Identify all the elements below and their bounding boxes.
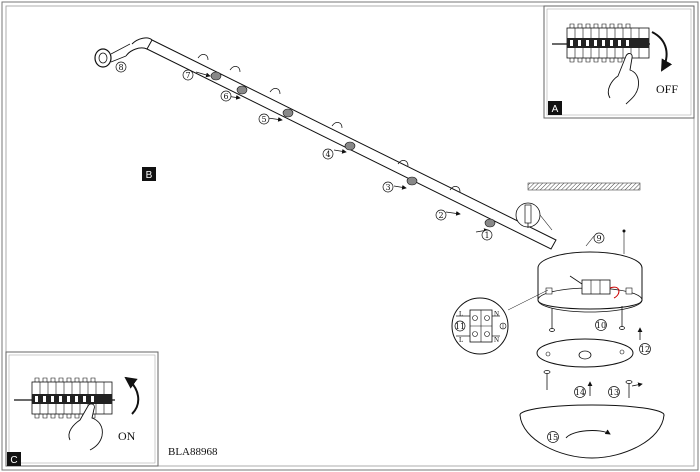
panel-a: OFF A — [543, 5, 695, 119]
panel-c-action-label: ON — [118, 429, 136, 443]
svg-text:6: 6 — [223, 92, 228, 101]
step-number-3: 3 — [382, 181, 394, 193]
step-number-7: 7 — [182, 69, 194, 81]
terminal-label-l-top: L — [459, 310, 463, 318]
mounting-plate — [536, 338, 634, 368]
step-number-13: 13 — [608, 386, 620, 398]
svg-text:4: 4 — [325, 150, 330, 159]
step-arrows — [195, 71, 489, 234]
step-number-9: 9 — [593, 232, 605, 244]
ceiling-surface — [527, 182, 641, 191]
svg-text:13: 13 — [609, 388, 619, 397]
arrow-up-icon — [124, 376, 140, 415]
glass-shade — [519, 404, 665, 459]
base-housing — [537, 251, 643, 313]
step-number-15: 15 — [547, 431, 559, 443]
svg-text:2: 2 — [438, 211, 443, 220]
svg-text:11: 11 — [455, 322, 465, 331]
terminal-label-n-bottom: N — [494, 336, 499, 344]
step-number-8: 8 — [115, 61, 127, 73]
panel-b-letter: B — [146, 170, 153, 181]
svg-text:8: 8 — [118, 63, 123, 72]
breaker-strip-icon — [552, 23, 650, 63]
terminal-label-l-bottom: L — [459, 336, 463, 344]
svg-text:5: 5 — [261, 115, 266, 124]
svg-text:14: 14 — [575, 388, 585, 397]
svg-text:3: 3 — [385, 183, 390, 192]
step-number-2: 2 — [435, 209, 447, 221]
step-number-11: 11 — [454, 320, 466, 332]
panel-a-letter-box — [548, 101, 562, 115]
svg-text:1: 1 — [484, 231, 489, 240]
svg-text:12: 12 — [640, 345, 650, 354]
screwdriver-detail-icon — [515, 202, 553, 231]
model-code: BLA88968 — [168, 446, 218, 458]
panel-c: ON C — [5, 351, 159, 467]
base-screws — [549, 306, 625, 332]
wiring-detail: L L N N — [451, 289, 549, 355]
bulb-tube — [94, 37, 557, 250]
svg-text:7: 7 — [185, 71, 190, 80]
panel-c-letter-box — [7, 452, 21, 466]
hand-icon — [607, 53, 639, 105]
socket-markers — [210, 71, 496, 228]
step-number-14: 14 — [574, 386, 586, 398]
step-number-4: 4 — [322, 148, 334, 160]
hand-icon — [68, 403, 103, 451]
breaker-strip-icon — [14, 377, 115, 419]
panel-a-letter: A — [552, 104, 559, 115]
svg-text:9: 9 — [596, 234, 601, 243]
step-number-1: 1 — [481, 229, 493, 241]
step-number-10: 10 — [595, 319, 607, 331]
arrow-down-icon — [651, 31, 673, 72]
step-number-12: 12 — [639, 343, 651, 355]
step-number-6: 6 — [220, 90, 232, 102]
step-number-5: 5 — [258, 113, 270, 125]
socket-hooks — [197, 54, 461, 193]
panel-b-letter-box — [142, 167, 156, 181]
panel-c-letter: C — [10, 455, 17, 466]
svg-text:10: 10 — [596, 321, 606, 330]
cover-screws — [543, 370, 643, 398]
panel-a-action-label: OFF — [656, 82, 678, 96]
terminal-label-n-top: N — [494, 310, 499, 318]
svg-text:15: 15 — [548, 433, 558, 442]
